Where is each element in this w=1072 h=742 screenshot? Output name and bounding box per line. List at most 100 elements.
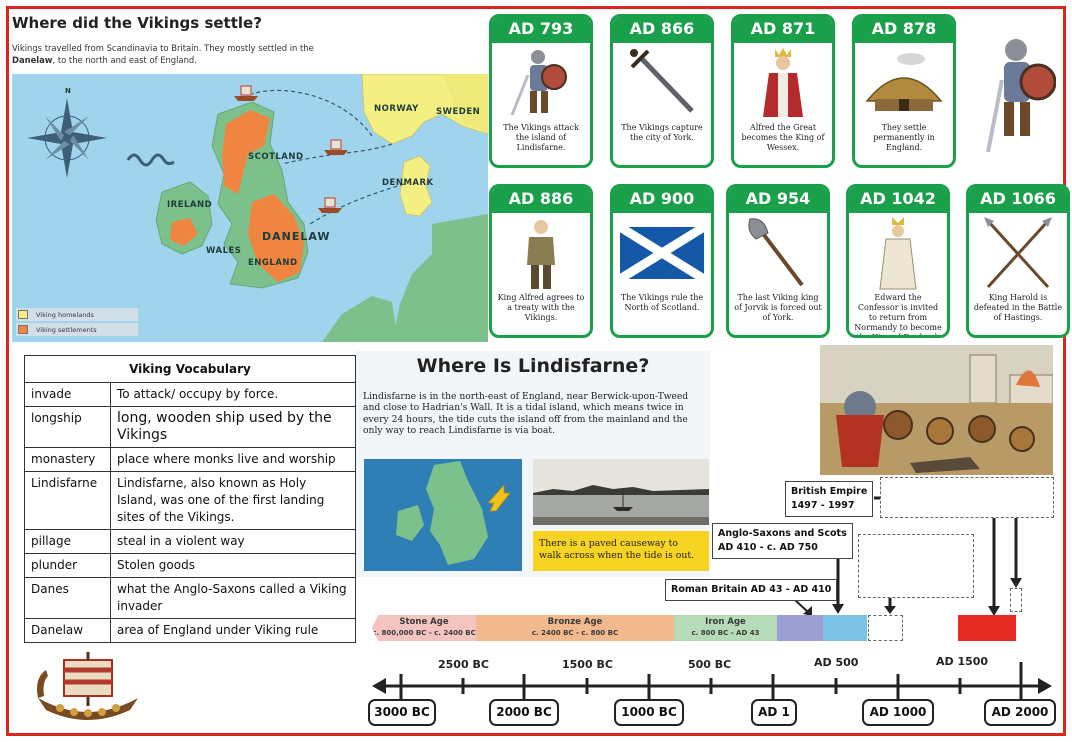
event-card: AD 793 The Vikings attack the island of … — [489, 14, 593, 168]
card-text: Edward the Confessor is invited to retur… — [854, 293, 942, 338]
blank-period-box — [868, 615, 903, 641]
king-alfred-icon — [527, 220, 555, 289]
vocab-definition: Lindisfarne, also known as Holy Island, … — [110, 471, 356, 530]
vocab-term: Danelaw — [24, 618, 111, 643]
vocab-definition: long, wooden ship used by the Vikings — [110, 406, 356, 448]
map-label-scotland: SCOTLAND — [248, 152, 304, 162]
blank-period-box — [1010, 588, 1022, 612]
vocab-term: invade — [24, 382, 111, 407]
sweden-land — [442, 74, 488, 132]
card-text: Alfred the Great becomes the King of Wes… — [741, 123, 825, 152]
axe-icon — [748, 218, 804, 287]
tick-label: 2500 BC — [438, 658, 489, 671]
era-anglo-saxons: Anglo-Saxons and Scots AD 410 - c. AD 75… — [712, 523, 853, 559]
viking-warrior-icon — [986, 39, 1056, 153]
era-british-empire: British Empire 1497 - 1997 — [785, 481, 874, 517]
vocab-definition: what the Anglo-Saxons called a Viking in… — [110, 577, 356, 619]
map-label-denmark: DENMARK — [382, 178, 434, 188]
legend-item: Viking settlements — [16, 323, 138, 336]
map-label-norway: NORWAY — [374, 104, 419, 114]
viking-raid-painting — [820, 345, 1053, 475]
card-text: King Harold is defeated in the Battle of… — [973, 293, 1063, 322]
lindisfarne-title: Where Is Lindisfarne? — [416, 355, 650, 377]
map-label-danelaw: DANELAW — [262, 230, 331, 243]
vocab-definition: area of England under Viking rule — [110, 618, 356, 643]
edward-icon — [879, 217, 917, 290]
viking-warrior-icon — [510, 50, 567, 116]
card-text: The Vikings capture the city of York. — [621, 123, 703, 142]
viking-route — [281, 143, 393, 165]
ireland-land — [155, 181, 213, 255]
map-label-wales: WALES — [206, 246, 242, 256]
card-text: The last Viking king of Jorvik is forced… — [734, 293, 822, 322]
card-year: AD 871 — [734, 17, 832, 43]
vocabulary-title: Viking Vocabulary — [24, 355, 356, 383]
map-label-sweden: SWEDEN — [436, 107, 481, 117]
scotland-settlement — [222, 110, 270, 194]
event-card: AD 886 King Alfred agrees to a treaty wi… — [489, 184, 593, 338]
event-card: AD 1042 Edward the Confessor is invited … — [846, 184, 950, 338]
card-text: King Alfred agrees to a treaty with the … — [497, 293, 585, 322]
longship-icon — [234, 85, 258, 101]
card-year: AD 793 — [492, 17, 590, 43]
longship-icon — [37, 652, 138, 720]
card-year: AD 866 — [613, 17, 711, 43]
vocab-term: Lindisfarne — [24, 471, 111, 530]
era-roman-britain: Roman Britain AD 43 - AD 410 — [665, 579, 838, 601]
viking-route — [309, 183, 405, 225]
vocab-definition: Stolen goods — [110, 553, 356, 578]
legend-swatch — [18, 310, 28, 319]
blank-era-box — [858, 534, 974, 598]
baltic-coast — [392, 214, 488, 342]
date-box: AD 1000 — [862, 699, 934, 726]
band-anglo-saxons — [823, 615, 867, 641]
map-label-ireland: IRELAND — [167, 200, 213, 210]
scotland-flag-icon — [620, 227, 704, 279]
date-box: 2000 BC — [489, 699, 559, 726]
tick-label: AD 1500 — [936, 655, 989, 668]
lindisfarne-photo — [533, 459, 709, 525]
viking-route — [251, 89, 373, 137]
date-box: AD 1 — [751, 699, 797, 726]
event-card: AD 954 The last Viking king of Jorvik is… — [726, 184, 830, 338]
tick-label: 500 BC — [688, 658, 732, 671]
compass-north-label: N — [65, 87, 72, 95]
hut-icon — [865, 53, 943, 111]
sea-serpent-icon — [126, 153, 175, 167]
card-text: They settle permanently in England. — [873, 123, 935, 152]
date-box: 3000 BC — [368, 699, 436, 726]
event-card: AD 1066 King Harold is defeated in the B… — [966, 184, 1070, 338]
king-icon — [763, 48, 803, 117]
card-year: AD 1066 — [969, 187, 1067, 213]
europe-coast — [322, 296, 398, 342]
tick-label: 1500 BC — [562, 658, 613, 671]
pointer-arrow-icon — [487, 483, 511, 512]
legend-item: Viking homelands — [16, 308, 138, 321]
vocab-term: monastery — [24, 447, 111, 472]
causeway-note: There is a paved causeway to walk across… — [533, 531, 709, 571]
map-label-england: ENGLAND — [248, 258, 298, 268]
card-year: AD 886 — [492, 187, 590, 213]
ireland-settlement — [170, 218, 198, 246]
compass-rose-icon — [27, 98, 107, 178]
vocab-term: plunder — [24, 553, 111, 578]
lindisfarne-map — [364, 459, 522, 571]
denmark-land — [399, 155, 433, 217]
crossed-spears-icon — [984, 217, 1052, 289]
date-box: 1000 BC — [614, 699, 684, 726]
worksheet-border — [6, 6, 1066, 736]
card-year: AD 954 — [729, 187, 827, 213]
danelaw-area — [248, 194, 304, 282]
band-roman-britain — [777, 615, 823, 641]
date-box: AD 2000 — [984, 699, 1056, 726]
viking-settlement-map: N NORWAY SWEDEN SCOTLAND DENMARK IRELAND… — [12, 74, 488, 342]
map-legend: Viking homelands Viking settlements — [16, 306, 138, 336]
